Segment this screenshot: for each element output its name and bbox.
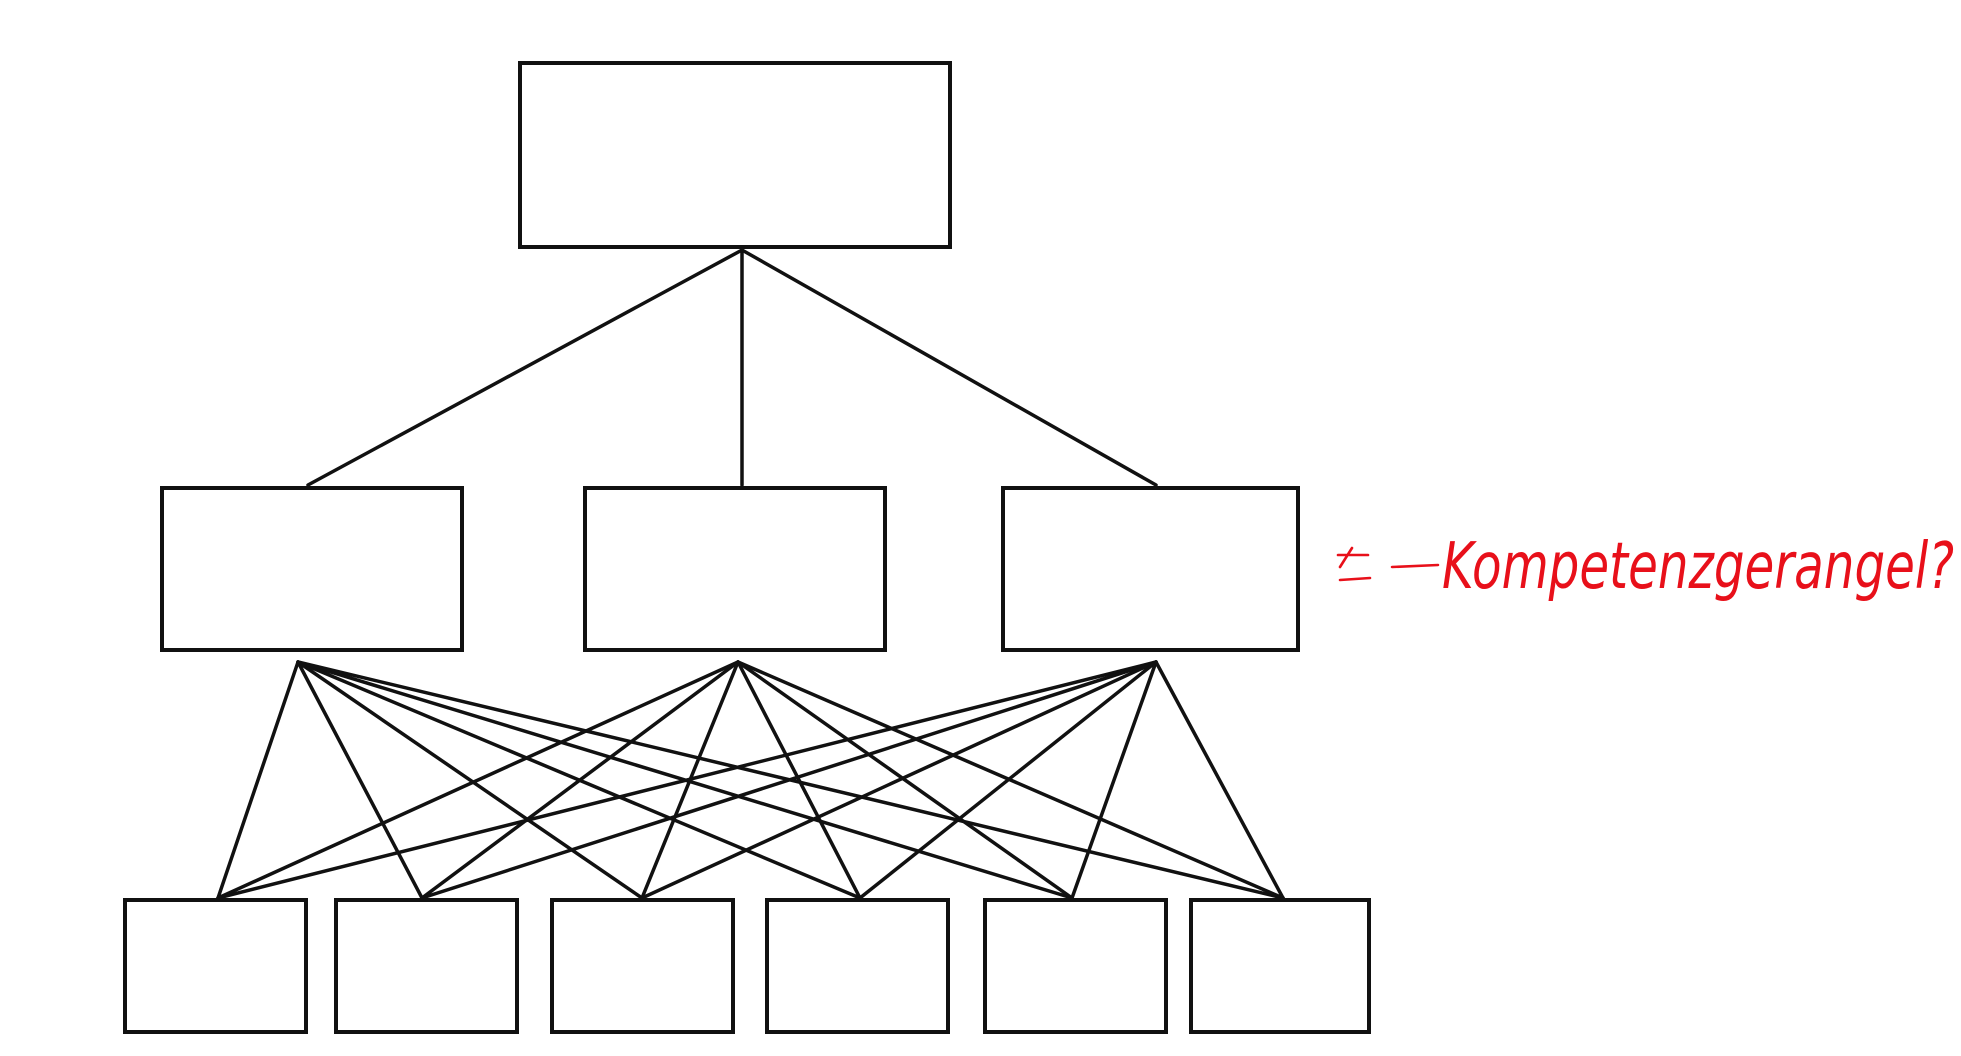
top-to-middle-line-1 — [306, 248, 744, 487]
connection-lines — [216, 248, 1285, 900]
bottom-box-1 — [123, 898, 308, 1034]
bottom-box-2 — [334, 898, 519, 1034]
middle-2-to-bottom-4-line — [736, 660, 862, 900]
annotation-text: Kompetenzgerangel? — [1442, 530, 1954, 604]
middle-2-to-bottom-2-line — [420, 660, 740, 900]
middle-box-3 — [1001, 486, 1300, 652]
handwritten-annotation: Kompetenzgerangel? — [1336, 530, 1954, 604]
middle-1-to-bottom-2-line — [296, 660, 424, 900]
bottom-box-5 — [983, 898, 1168, 1034]
middle-3-to-bottom-3-line — [640, 660, 1158, 900]
middle-3-to-bottom-2-line — [420, 660, 1158, 900]
top-to-middle-line-3 — [740, 248, 1158, 487]
middle-3-to-bottom-5-line — [1070, 660, 1158, 900]
top-box — [518, 61, 952, 249]
bottom-box-6 — [1189, 898, 1371, 1034]
bottom-box-3 — [550, 898, 735, 1034]
middle-1-to-bottom-1-line — [216, 660, 300, 900]
middle-box-1 — [160, 486, 464, 652]
middle-2-to-bottom-1-line — [216, 660, 740, 900]
middle-2-to-bottom-5-line — [736, 660, 1074, 900]
org-boxes — [123, 61, 1371, 1034]
middle-3-to-bottom-4-line — [858, 660, 1158, 900]
middle-1-to-bottom-3-line — [296, 660, 644, 900]
annotation-arrow-icon — [1336, 546, 1440, 582]
middle-3-to-bottom-6-line — [1154, 660, 1285, 900]
middle-box-2 — [583, 486, 887, 652]
middle-3-to-bottom-1-line — [216, 660, 1158, 900]
bottom-box-4 — [765, 898, 950, 1034]
